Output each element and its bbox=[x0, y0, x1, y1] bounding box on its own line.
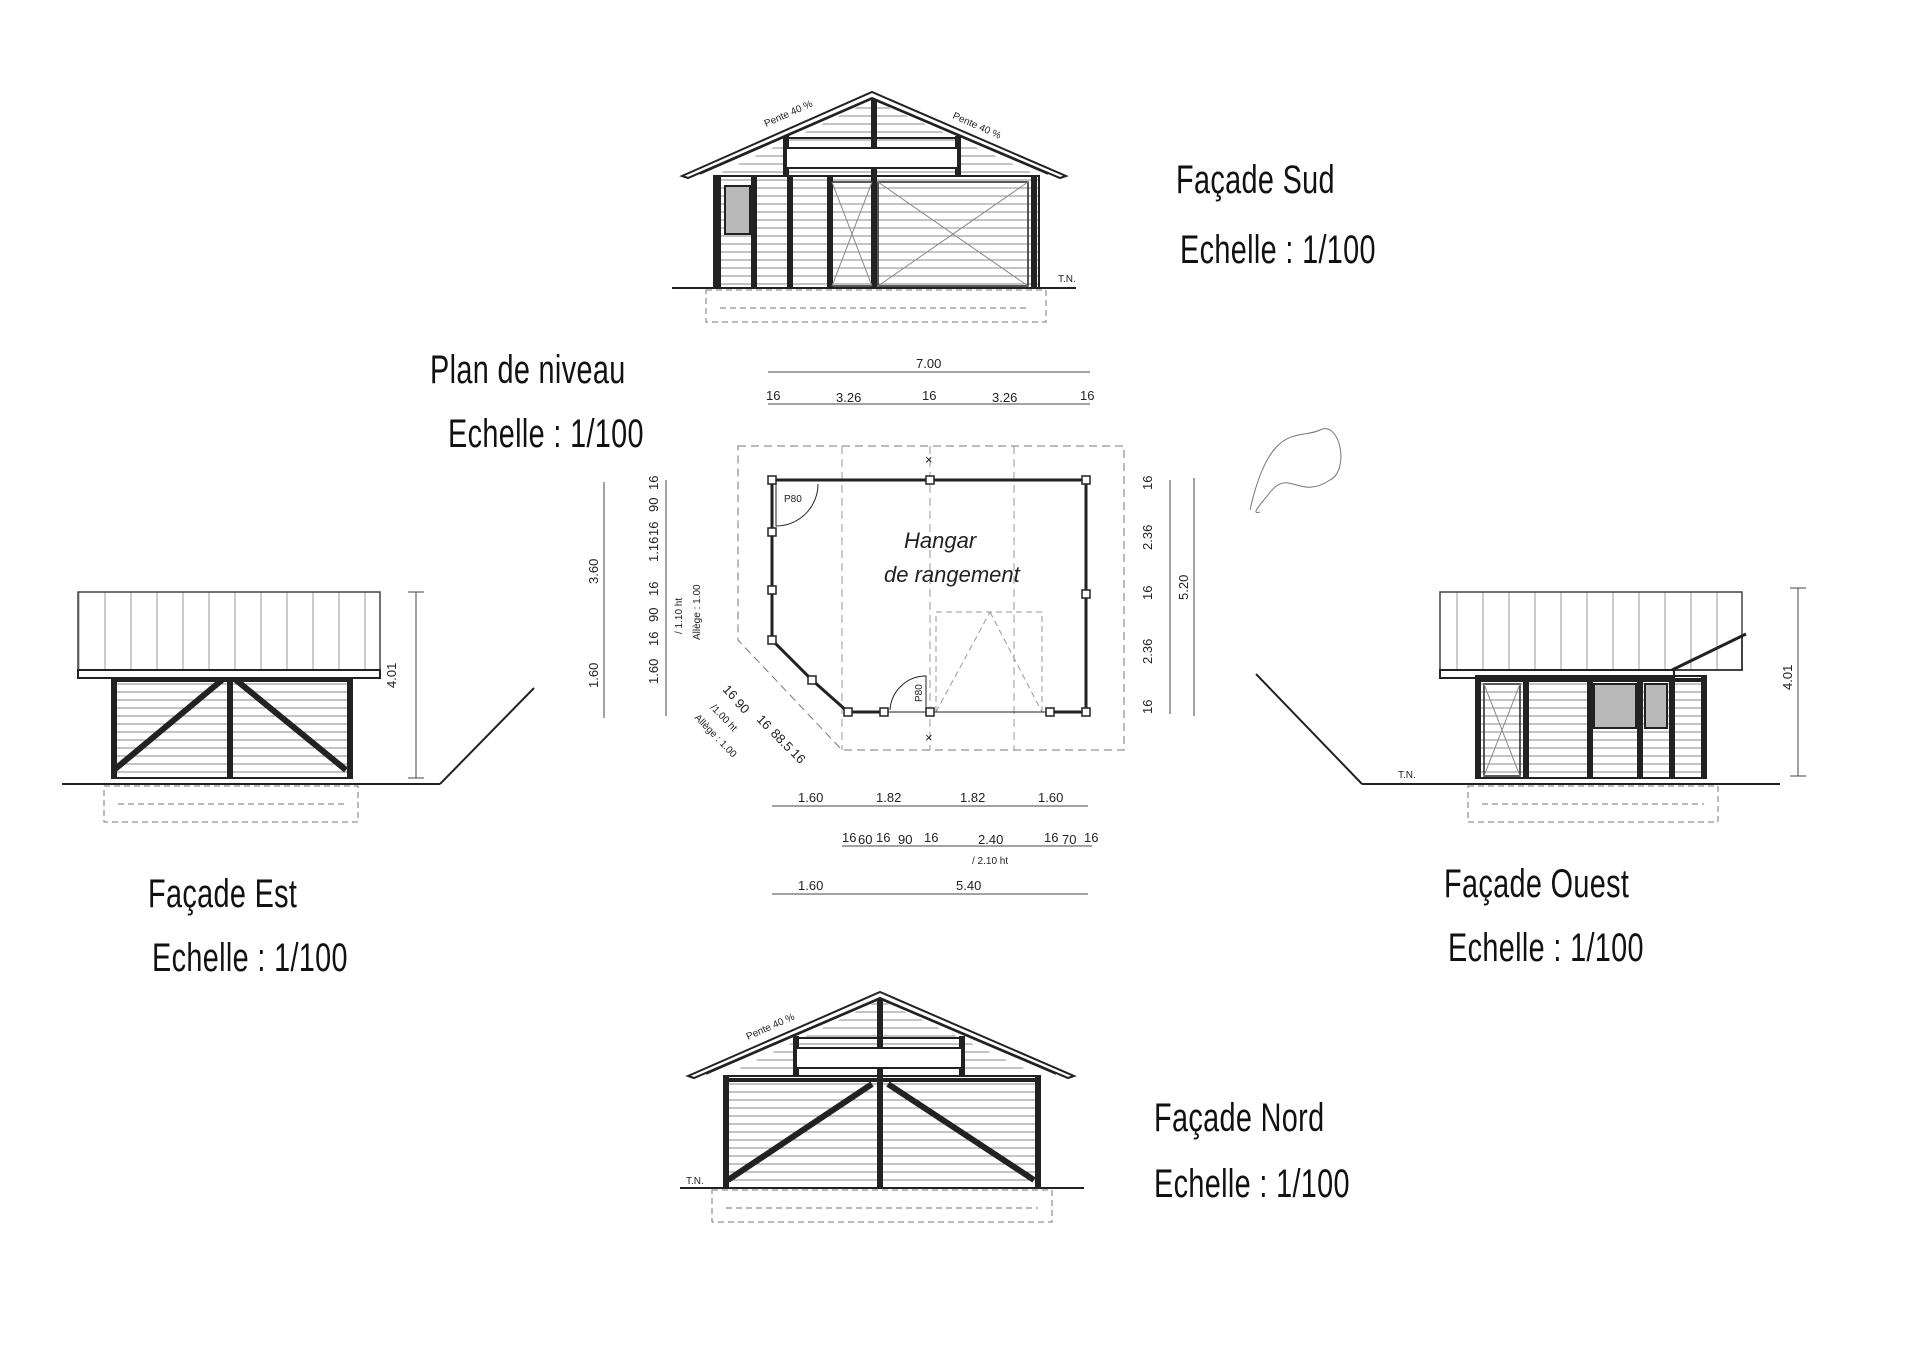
door-label: P80 bbox=[914, 684, 925, 702]
dim-right: 16 bbox=[1140, 586, 1155, 600]
dim-bottom: 1.82 bbox=[876, 790, 901, 805]
dim-left-total: 3.60 bbox=[586, 559, 601, 584]
dim-top-total: 7.00 bbox=[916, 356, 941, 371]
dim-bottom: 2.40 bbox=[978, 832, 1003, 847]
dim-bottom: 60 bbox=[858, 832, 872, 847]
dim-note: / 2.10 ht bbox=[972, 856, 1008, 867]
dim-bottom: 1.82 bbox=[960, 790, 985, 805]
dim-left: 16 bbox=[646, 582, 661, 596]
dim-bottom: 1.60 bbox=[798, 878, 823, 893]
dim-bottom: 16 bbox=[876, 830, 890, 845]
facade-ouest-drawing: 4.01 T.N. bbox=[1255, 587, 1806, 823]
dim-right: 2.36 bbox=[1140, 639, 1155, 664]
dim-bottom: 16 bbox=[1084, 830, 1098, 845]
dim-left: 16 bbox=[646, 476, 661, 490]
height-ouest: 4.01 bbox=[1780, 665, 1795, 690]
dim-left: 1.60 bbox=[646, 659, 661, 684]
room-name: de rangement bbox=[884, 562, 1021, 587]
dim-left: 16 bbox=[646, 632, 661, 646]
dim-right: 16 bbox=[1140, 476, 1155, 490]
dim-diag: 88.5 bbox=[768, 726, 796, 755]
floor-plan-drawing: P80 P80 × × Hangar de rangement 7.00 16 … bbox=[586, 356, 1195, 895]
ground-label: T.N. bbox=[1058, 274, 1076, 285]
dim-diag: 16 bbox=[754, 712, 775, 733]
dim-right: 16 bbox=[1140, 700, 1155, 714]
title-plan: Plan de niveau bbox=[430, 348, 626, 392]
door-label: P80 bbox=[784, 494, 802, 505]
dim-diag: 90 bbox=[732, 696, 753, 717]
facade-est-drawing: 4.01 bbox=[62, 591, 535, 823]
scale-facade-sud: Echelle : 1/100 bbox=[1180, 228, 1376, 272]
svg-text:×: × bbox=[925, 730, 933, 745]
dim-right-total: 5.20 bbox=[1176, 575, 1191, 600]
dim-right: 2.36 bbox=[1140, 525, 1155, 550]
facade-sud-drawing: Pente 40 % Pente 40 % T.N. bbox=[672, 90, 1076, 323]
scale-facade-est: Echelle : 1/100 bbox=[152, 936, 348, 980]
dim-left: 16 bbox=[646, 522, 661, 536]
title-facade-est: Façade Est bbox=[148, 872, 298, 916]
dim-top: 16 bbox=[922, 388, 936, 403]
dim-note: / 1.10 ht bbox=[674, 598, 685, 634]
dim-left-total: 1.60 bbox=[586, 663, 601, 688]
title-facade-nord: Façade Nord bbox=[1154, 1096, 1325, 1140]
dim-top: 3.26 bbox=[992, 390, 1017, 405]
scale-facade-ouest: Echelle : 1/100 bbox=[1448, 926, 1644, 970]
dim-bottom: 1.60 bbox=[798, 790, 823, 805]
dim-top: 16 bbox=[766, 388, 780, 403]
ground-label: T.N. bbox=[686, 1176, 704, 1187]
dim-bottom: 70 bbox=[1062, 832, 1076, 847]
dim-top: 3.26 bbox=[836, 390, 861, 405]
dim-left: 1.16 bbox=[646, 537, 661, 562]
scale-plan: Echelle : 1/100 bbox=[448, 412, 644, 456]
dim-bottom: 1.60 bbox=[1038, 790, 1063, 805]
dim-bottom: 90 bbox=[898, 832, 912, 847]
dim-note: Allège : 1.00 bbox=[692, 584, 703, 640]
dim-bottom: 16 bbox=[924, 830, 938, 845]
dim-left: 90 bbox=[646, 498, 661, 512]
room-name: Hangar bbox=[904, 528, 978, 553]
facade-nord-drawing: Pente 40 % T.N. bbox=[680, 990, 1084, 1223]
dim-bottom: 5.40 bbox=[956, 878, 981, 893]
height-est: 4.01 bbox=[384, 663, 399, 688]
dim-top: 16 bbox=[1080, 388, 1094, 403]
dim-bottom: 16 bbox=[1044, 830, 1058, 845]
title-facade-sud: Façade Sud bbox=[1176, 158, 1335, 202]
dim-left: 90 bbox=[646, 608, 661, 622]
title-facade-ouest: Façade Ouest bbox=[1444, 862, 1630, 906]
svg-text:×: × bbox=[925, 452, 933, 467]
scribble-mark bbox=[1249, 428, 1342, 514]
dim-bottom: 16 bbox=[842, 830, 856, 845]
scale-facade-nord: Echelle : 1/100 bbox=[1154, 1162, 1350, 1206]
ground-label: T.N. bbox=[1398, 770, 1416, 781]
